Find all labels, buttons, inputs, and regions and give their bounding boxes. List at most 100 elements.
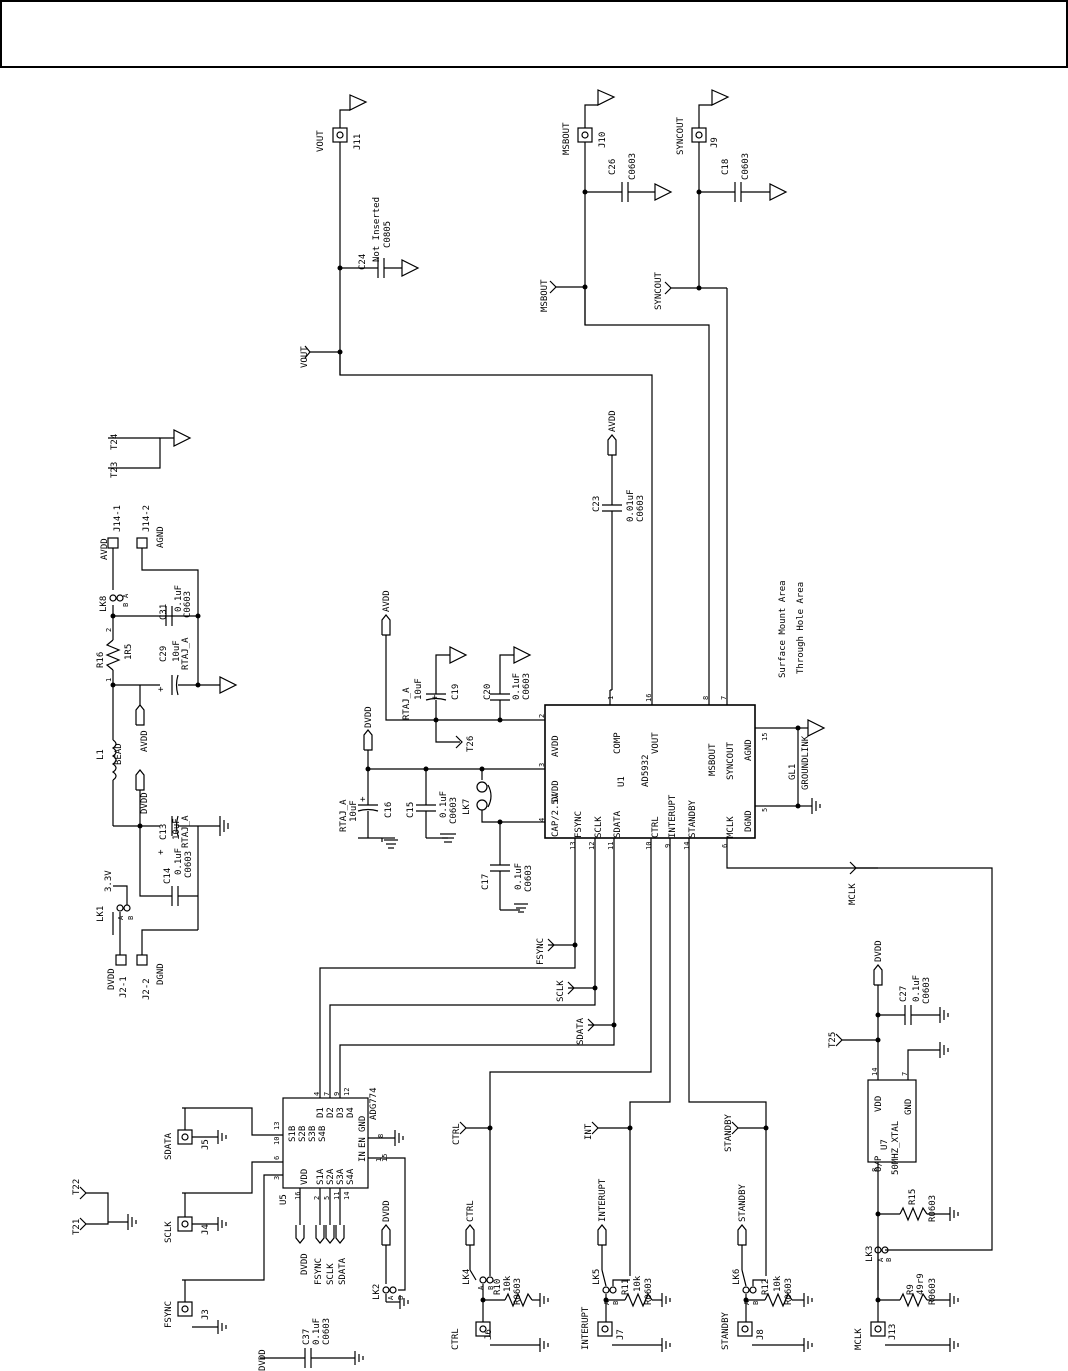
- svg-text:GND: GND: [904, 1099, 914, 1115]
- svg-text:S1B: S1B: [288, 1126, 298, 1142]
- svg-text:DVDD: DVDD: [874, 940, 884, 962]
- svg-text:ADG774: ADG774: [369, 1087, 379, 1120]
- svg-text:SYNCOUT: SYNCOUT: [654, 271, 664, 310]
- svg-text:C19: C19: [451, 684, 461, 700]
- svg-text:11: 11: [333, 1192, 341, 1200]
- l1-bead: L1 BEAD: [96, 739, 124, 826]
- svg-text:GND: GND: [358, 1116, 368, 1132]
- svg-text:0.01uF: 0.01uF: [626, 489, 636, 522]
- j11-vout: VOUT J11: [316, 94, 378, 375]
- c26: C26 C0603: [608, 153, 673, 202]
- svg-text:D2: D2: [326, 1107, 336, 1118]
- svg-text:EN: EN: [358, 1137, 368, 1148]
- svg-text:MCLK: MCLK: [848, 883, 858, 905]
- j14-connector: AVDD J14-1 J14-2 AGND: [100, 505, 199, 685]
- svg-text:DVDD: DVDD: [364, 706, 374, 728]
- svg-text:15: 15: [761, 733, 769, 741]
- svg-text:J4: J4: [201, 1224, 211, 1235]
- svg-text:14: 14: [343, 1192, 351, 1200]
- svg-text:C0603: C0603: [184, 851, 194, 878]
- j7-interupt: INTERUPT J7: [581, 1306, 671, 1352]
- svg-text:SDATA: SDATA: [338, 1257, 348, 1285]
- svg-text:VOUT: VOUT: [300, 346, 310, 368]
- svg-text:C0603: C0603: [522, 673, 532, 700]
- svg-text:SYNCOUT: SYNCOUT: [676, 116, 686, 155]
- svg-text:A: A: [387, 1295, 395, 1300]
- svg-text:C23: C23: [592, 496, 602, 512]
- svg-text:AVDD: AVDD: [140, 730, 150, 752]
- u1-ad5932: U1 AD5932 AVDD DVDD CAP/2.5V FSYNC SCLK …: [530, 690, 770, 852]
- svg-text:INT: INT: [584, 1123, 594, 1140]
- svg-text:0.1uF: 0.1uF: [174, 585, 184, 612]
- c31: C31 0.1uF C0603: [159, 585, 201, 626]
- svg-text:DVDD: DVDD: [107, 968, 117, 990]
- svg-text:2: 2: [538, 714, 546, 718]
- standby-net: STANDBY: [688, 852, 769, 1265]
- svg-text:STANDBY: STANDBY: [738, 1183, 748, 1222]
- svg-text:C0603: C0603: [183, 591, 193, 618]
- svg-text:T21: T21: [72, 1219, 82, 1235]
- svg-text:D4: D4: [346, 1107, 356, 1118]
- svg-text:VOUT: VOUT: [316, 130, 326, 152]
- svg-text:8: 8: [871, 1168, 879, 1172]
- svg-text:9: 9: [333, 1092, 341, 1096]
- svg-text:J11: J11: [353, 134, 363, 150]
- svg-text:9: 9: [664, 844, 672, 848]
- lk4-r10: LK4 A B R10 10k R0603: [462, 1265, 549, 1322]
- svg-text:10: 10: [273, 1137, 281, 1145]
- svg-text:R16: R16: [96, 652, 106, 668]
- svg-text:T25: T25: [828, 1032, 838, 1048]
- c15: C15 0.1uF C0603: [406, 769, 459, 843]
- svg-text:12: 12: [588, 842, 596, 850]
- svg-text:R9: R9: [906, 1284, 916, 1295]
- svg-text:C20: C20: [483, 684, 493, 700]
- svg-text:1: 1: [607, 696, 615, 700]
- svg-text:10uF: 10uF: [414, 678, 424, 700]
- svg-text:Surface Mount Area: Surface Mount Area: [778, 580, 788, 678]
- svg-text:GROUNDLINK: GROUNDLINK: [801, 735, 811, 790]
- svg-text:DVDD: DVDD: [258, 1349, 268, 1371]
- j2-connector: DVDD J2-1 J2-2 DGND: [107, 929, 198, 1000]
- svg-text:FSYNC: FSYNC: [536, 938, 546, 965]
- svg-text:16: 16: [294, 1192, 302, 1200]
- svg-text:C0603: C0603: [922, 977, 932, 1004]
- c37: DVDD C37 0.1uF C0603: [258, 1318, 364, 1371]
- u1-pin-standby: STANDBY: [688, 799, 698, 838]
- svg-text:S1A: S1A: [316, 1168, 326, 1185]
- svg-text:AVDD: AVDD: [608, 410, 618, 432]
- lk7: LK7: [462, 769, 530, 823]
- svg-text:RTAJ_A: RTAJ_A: [339, 799, 349, 832]
- vout-net: VOUT: [300, 345, 653, 690]
- svg-text:J2-1: J2-1: [119, 976, 129, 998]
- svg-text:SCLK: SCLK: [556, 980, 566, 1002]
- c14: C14 0.1uF C0603: [139, 826, 199, 930]
- svg-text:D1: D1: [316, 1107, 326, 1118]
- j8-standby: STANDBY J8: [721, 1311, 813, 1352]
- svg-text:DVDD: DVDD: [300, 1253, 310, 1275]
- svg-text:IN: IN: [358, 1151, 368, 1162]
- t26: T26: [435, 720, 476, 752]
- lk5-r11: LK5 A B R11 10k R0603: [592, 1265, 671, 1322]
- svg-text:0.1uF: 0.1uF: [312, 1318, 322, 1345]
- c20: C20 0.1uF C0603: [483, 646, 532, 720]
- svg-text:SCLK: SCLK: [164, 1221, 174, 1243]
- c13: C13 10uF RTAJ_A +: [158, 815, 229, 858]
- svg-text:R0603: R0603: [928, 1278, 938, 1305]
- r15: R15 R0603: [878, 1189, 959, 1222]
- svg-text:2: 2: [313, 1196, 321, 1200]
- svg-text:2: 2: [105, 628, 113, 632]
- svg-text:BEAD: BEAD: [114, 743, 124, 765]
- svg-text:R10: R10: [493, 1279, 503, 1295]
- svg-text:R0603: R0603: [644, 1278, 654, 1305]
- svg-text:C16: C16: [384, 802, 394, 818]
- lk3: LK3 A B: [865, 1246, 893, 1300]
- svg-text:R12: R12: [761, 1279, 771, 1295]
- svg-text:INTERUPT: INTERUPT: [598, 1178, 608, 1222]
- dvdd-left-tag: DVDD: [113, 769, 160, 829]
- svg-text:R0603: R0603: [928, 1195, 938, 1222]
- svg-text:CTRL: CTRL: [452, 1123, 462, 1145]
- svg-text:CTRL: CTRL: [451, 1328, 461, 1350]
- c19: RTAJ_A 10uF C19 +: [402, 646, 468, 720]
- c29: C29 10uF RTAJ_A +: [158, 637, 238, 696]
- svg-text:6: 6: [273, 1156, 281, 1160]
